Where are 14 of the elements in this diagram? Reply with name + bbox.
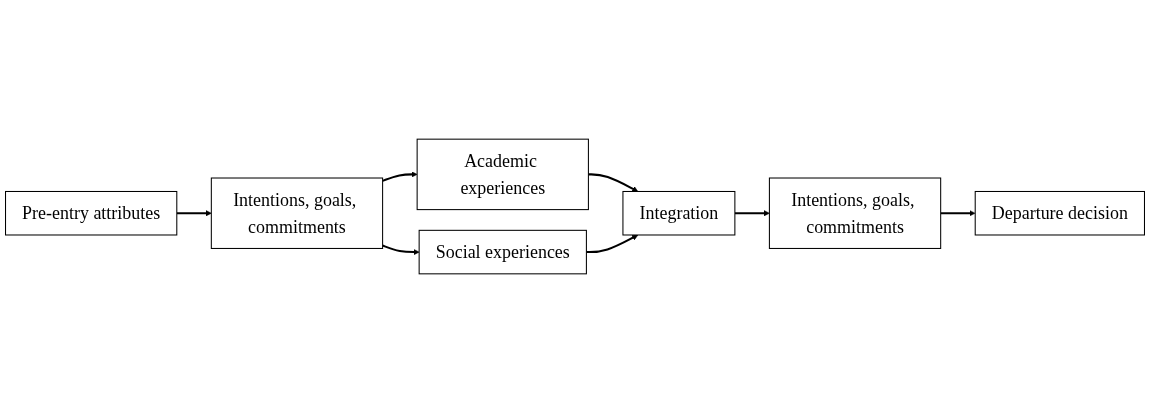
node-box: Academic experiences xyxy=(416,138,589,211)
node-box: Departure decision xyxy=(974,190,1145,236)
node-box: Social experiences xyxy=(418,229,587,275)
arrow xyxy=(176,210,212,217)
node-box: Pre-entry attributes xyxy=(5,190,178,236)
node-box: Intentions, goals, commitments xyxy=(210,177,384,249)
arrow xyxy=(382,244,420,256)
arrow xyxy=(734,210,770,217)
arrow xyxy=(382,171,418,182)
node-box: Integration xyxy=(622,190,736,236)
arrow xyxy=(586,234,639,254)
arrow xyxy=(588,173,639,192)
node-box: Intentions, goals, commitments xyxy=(768,177,942,249)
arrow xyxy=(940,210,976,217)
